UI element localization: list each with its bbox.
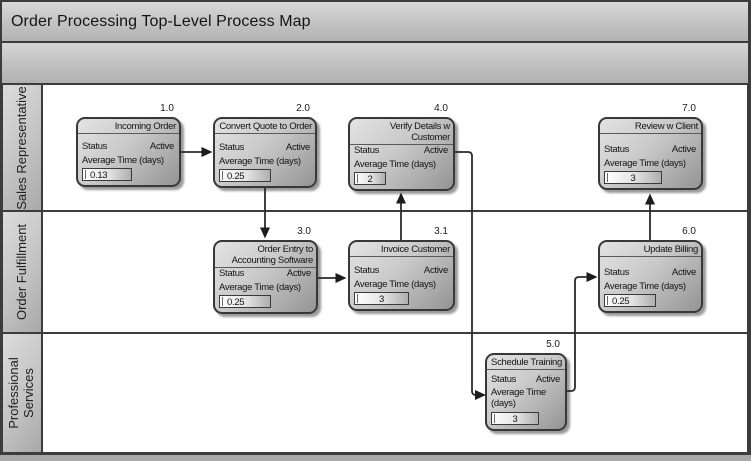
process-number: 6.0 <box>682 226 696 237</box>
process-title: Order Entry to Accounting Software <box>215 242 316 269</box>
lane-column-separator <box>41 85 43 452</box>
avg-time-label: Average Time (days) <box>219 282 301 294</box>
status-value: Active <box>671 144 696 155</box>
lane-divider-1 <box>3 210 748 212</box>
avg-time-value-field[interactable]: 3 <box>491 412 539 425</box>
process-number: 3.0 <box>297 226 311 237</box>
process-number: 7.0 <box>682 103 696 114</box>
status-label: Status <box>82 141 108 152</box>
avg-time-value-field[interactable]: 0.13 <box>82 168 132 181</box>
status-value: Active <box>286 268 311 280</box>
connector-verify-details-to-schedule-training <box>455 151 486 400</box>
title-bar: Order Processing Top-Level Process Map <box>2 2 748 41</box>
status-value: Active <box>671 267 696 278</box>
lane-label-professional-services: Professional Services <box>6 357 36 429</box>
connector-schedule-training-to-update-billing <box>567 272 598 392</box>
avg-time-value-field[interactable]: 0.25 <box>219 169 271 182</box>
status-value: Active <box>535 374 560 386</box>
avg-time-label: Average Time (days) <box>354 159 436 171</box>
header-divider <box>0 83 751 85</box>
avg-time-label: Average Time (days) <box>354 279 436 290</box>
process-box-convert-quote-to-order[interactable]: 2.0 Convert Quote to Order Status Active… <box>213 103 317 188</box>
status-value: Active <box>423 265 448 276</box>
page-title: Order Processing Top-Level Process Map <box>11 12 311 30</box>
header-band <box>2 43 748 83</box>
avg-time-label: Average Time (days) <box>604 281 686 292</box>
status-label: Status <box>219 268 245 280</box>
process-box-review-w-client[interactable]: 7.0 Review w Client Status Active Averag… <box>598 103 703 190</box>
process-box-incoming-order[interactable]: 1.0 Incoming Order Status Active Average… <box>76 103 181 187</box>
status-value: Active <box>423 145 448 157</box>
process-title: Invoice Customer <box>350 242 453 258</box>
lane-cell-professional-services <box>3 334 41 452</box>
avg-time-label: Average Time (days) <box>82 155 164 166</box>
avg-time-value-field[interactable]: 3 <box>604 171 662 184</box>
status-label: Status <box>219 142 245 153</box>
status-label: Status <box>491 374 517 386</box>
avg-time-value-field[interactable]: 0.25 <box>219 295 271 309</box>
bottom-strip <box>0 455 751 461</box>
lane-divider-2 <box>3 332 748 334</box>
frame-right-border <box>747 0 751 455</box>
process-title: Convert Quote to Order <box>215 119 315 135</box>
status-label: Status <box>354 145 380 157</box>
process-box-update-billing[interactable]: 6.0 Update Billing Status Active Average… <box>598 226 703 313</box>
process-box-verify-details-w-customer[interactable]: 4.0 Verify Details w Customer Status Act… <box>348 103 455 191</box>
status-label: Status <box>354 265 380 276</box>
process-number: 5.0 <box>546 339 560 350</box>
process-number: 4.0 <box>434 103 448 114</box>
frame-bottom-border <box>0 452 751 455</box>
process-title: Review w Client <box>600 119 701 135</box>
avg-time-label: Average Time (days) <box>219 156 301 167</box>
process-title: Verify Details w Customer <box>350 119 453 146</box>
lane-cell-sales-representative <box>3 85 41 210</box>
avg-time-value-field[interactable]: 3 <box>354 292 409 305</box>
status-value: Active <box>149 141 174 152</box>
avg-time-value-field[interactable]: 0.25 <box>604 294 656 307</box>
process-box-order-entry-to-accounting-software[interactable]: 3.0 Order Entry to Accounting Software S… <box>213 226 318 314</box>
lane-label-order-fulfillment: Order Fulfillment <box>13 223 29 321</box>
avg-time-label: Average Time (days) <box>604 158 686 169</box>
avg-time-value-field[interactable]: 2 <box>354 172 386 186</box>
status-label: Status <box>604 267 630 278</box>
frame-top-border <box>0 0 751 2</box>
lane-cell-order-fulfillment <box>3 212 41 332</box>
process-title: Update Billing <box>600 242 701 258</box>
process-number: 1.0 <box>160 103 174 114</box>
process-title: Incoming Order <box>78 119 179 135</box>
status-label: Status <box>604 144 630 155</box>
process-number: 2.0 <box>296 103 310 114</box>
frame-left-border <box>0 0 3 455</box>
process-box-invoice-customer[interactable]: 3.1 Invoice Customer Status Active Avera… <box>348 226 455 311</box>
process-title: Schedule Training <box>487 355 565 371</box>
avg-time-label: Average Time (days) <box>491 387 546 410</box>
lane-label-sales-representative: Sales Representative <box>13 86 29 210</box>
process-box-schedule-training[interactable]: 5.0 Schedule Training Status Active Aver… <box>485 339 567 431</box>
process-number: 3.1 <box>434 226 448 237</box>
title-divider <box>0 41 751 43</box>
status-value: Active <box>285 142 310 153</box>
